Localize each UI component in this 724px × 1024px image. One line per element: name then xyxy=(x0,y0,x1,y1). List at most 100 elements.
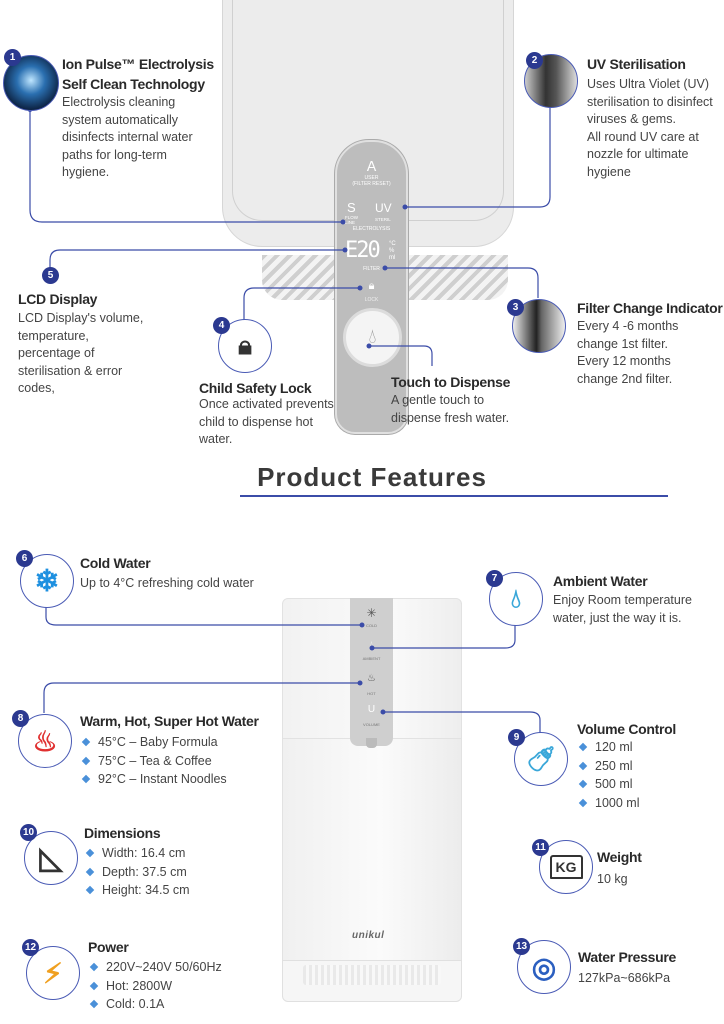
diamond-bullet-icon xyxy=(81,738,91,747)
bullet-item: 220V~240V 50/60Hz xyxy=(88,958,222,977)
description-line: All round UV care at xyxy=(587,129,699,144)
brand-logo: unikul xyxy=(352,930,385,941)
heading-underline xyxy=(240,495,668,497)
description-line: LCD Display's volume, xyxy=(18,311,144,325)
feature-description: Up to 4°C refreshing cold water xyxy=(80,575,254,593)
number-badge: 7 xyxy=(486,570,503,587)
feature-title: Warm, Hot, Super Hot Water xyxy=(80,713,259,729)
number-badge: 3 xyxy=(507,299,524,316)
bullet-item: 250 ml xyxy=(577,757,639,776)
bullet-text: Cold: 0.1A xyxy=(106,997,165,1011)
bullet-text: 75°C – Tea & Coffee xyxy=(98,753,212,768)
description-line: water. xyxy=(199,432,233,446)
description-line: disinfects internal water xyxy=(62,130,193,144)
drip-tray xyxy=(282,960,462,1002)
description-line: nozzle for ultimate xyxy=(587,147,689,161)
description-line: system automatically xyxy=(62,112,179,127)
hot-button[interactable]: ♨︎ xyxy=(367,673,376,684)
feature-title: Weight xyxy=(597,849,642,865)
bullet-item: 75°C – Tea & Coffee xyxy=(80,752,227,771)
cold-button[interactable]: ✳ xyxy=(366,606,377,620)
steril-label: STERIL xyxy=(375,217,391,222)
description-line: paths for long-term xyxy=(62,147,167,162)
number-badge: 2 xyxy=(526,52,543,69)
description-line: codes, xyxy=(18,381,55,395)
filter-icon xyxy=(512,299,566,353)
bullet-item: 92°C – Instant Noodles xyxy=(80,770,227,789)
bullet-text: 250 ml xyxy=(595,758,633,773)
description-line: hygiene xyxy=(587,164,631,179)
feature-description: Enjoy Room temperature water, just the wa… xyxy=(553,592,692,627)
electrolysis-label: ELECTROLYSIS xyxy=(352,226,391,232)
number-badge: 10 xyxy=(20,824,37,841)
bullet-text: 120 ml xyxy=(595,740,633,754)
number-badge: 13 xyxy=(513,938,530,955)
feature-title: Volume Control xyxy=(577,721,676,737)
description-line: Every 4 -6 months xyxy=(577,319,679,333)
feature-title: Touch to Dispense xyxy=(391,374,511,390)
description-line: 10 kg xyxy=(597,872,628,886)
filter-label: FILTER xyxy=(363,266,380,272)
number-badge: 1 xyxy=(4,49,21,66)
bullet-text: 45°C – Baby Formula xyxy=(98,735,218,749)
hot-label: HOT xyxy=(367,691,376,696)
description-line: viruses & gems. xyxy=(587,112,676,126)
description-line: hygiene. xyxy=(62,165,110,179)
diamond-bullet-icon xyxy=(89,963,99,972)
description-line: sterilisation to disinfect xyxy=(587,94,713,109)
flow-line-icon[interactable]: S xyxy=(347,200,356,215)
volume-button[interactable]: U xyxy=(367,704,376,715)
diamond-bullet-icon xyxy=(85,886,95,895)
description-line: Uses Ultra Violet (UV) xyxy=(587,77,710,91)
diamond-bullet-icon xyxy=(89,1000,99,1009)
description-line: Enjoy Room temperature xyxy=(553,593,692,607)
feature-description: Uses Ultra Violet (UV) sterilisation to d… xyxy=(587,76,713,181)
feature-title: Power xyxy=(88,939,129,955)
ambient-button[interactable]: 💧︎ xyxy=(369,640,374,651)
feature-description: 10 kg xyxy=(597,871,628,889)
bullet-item: 120 ml xyxy=(577,738,639,757)
dispense-button[interactable]: 💧︎ xyxy=(343,308,402,367)
nozzle xyxy=(366,738,377,748)
description-line: Once activated prevents xyxy=(199,397,334,411)
number-badge: 6 xyxy=(16,550,33,567)
bullet-text: Hot: 2800W xyxy=(106,978,173,993)
lock-icon[interactable]: 🔒︎ xyxy=(368,280,375,292)
user-icon[interactable]: 𝖠 xyxy=(366,158,377,174)
bullet-text: Depth: 37.5 cm xyxy=(102,864,187,879)
description-line: 127kPa~686kPa xyxy=(578,971,671,985)
bullet-item: Width: 16.4 cm xyxy=(84,844,190,863)
number-badge: 4 xyxy=(213,317,230,334)
feature-title: Water Pressure xyxy=(578,949,676,965)
drip-tray-grate xyxy=(303,965,441,985)
feature-title: Filter Change Indicator xyxy=(577,300,723,316)
unit-celsius: °C xyxy=(389,241,396,247)
feature-title: UV Sterilisation xyxy=(587,56,686,72)
diamond-bullet-icon xyxy=(578,780,588,789)
feature-title: Ambient Water xyxy=(553,573,648,589)
title-line: Ion Pulse™ Electrolysis xyxy=(62,56,214,72)
lcd-display-value: E20 xyxy=(345,238,381,263)
description-line: dispense fresh water. xyxy=(391,410,510,425)
diamond-bullet-icon xyxy=(81,756,91,765)
description-line: Every 12 months xyxy=(577,354,671,368)
bullet-text: 1000 ml xyxy=(595,795,640,810)
bullet-text: Width: 16.4 cm xyxy=(102,846,186,860)
diamond-bullet-icon xyxy=(85,849,95,858)
number-badge: 5 xyxy=(42,267,59,284)
description-line: water, just the way it is. xyxy=(553,610,682,625)
filter-reset-label: (FILTER RESET) xyxy=(352,181,391,187)
dispenser-lower-body xyxy=(282,738,462,972)
volume-label: VOLUME xyxy=(363,722,380,727)
uv-button[interactable]: UV xyxy=(375,201,392,215)
feature-title: Cold Water xyxy=(80,555,151,571)
bullet-item: Hot: 2800W xyxy=(88,977,222,996)
number-badge: 8 xyxy=(12,710,29,727)
diamond-bullet-icon xyxy=(85,867,95,876)
description-line: sterilisation & error xyxy=(18,363,123,378)
